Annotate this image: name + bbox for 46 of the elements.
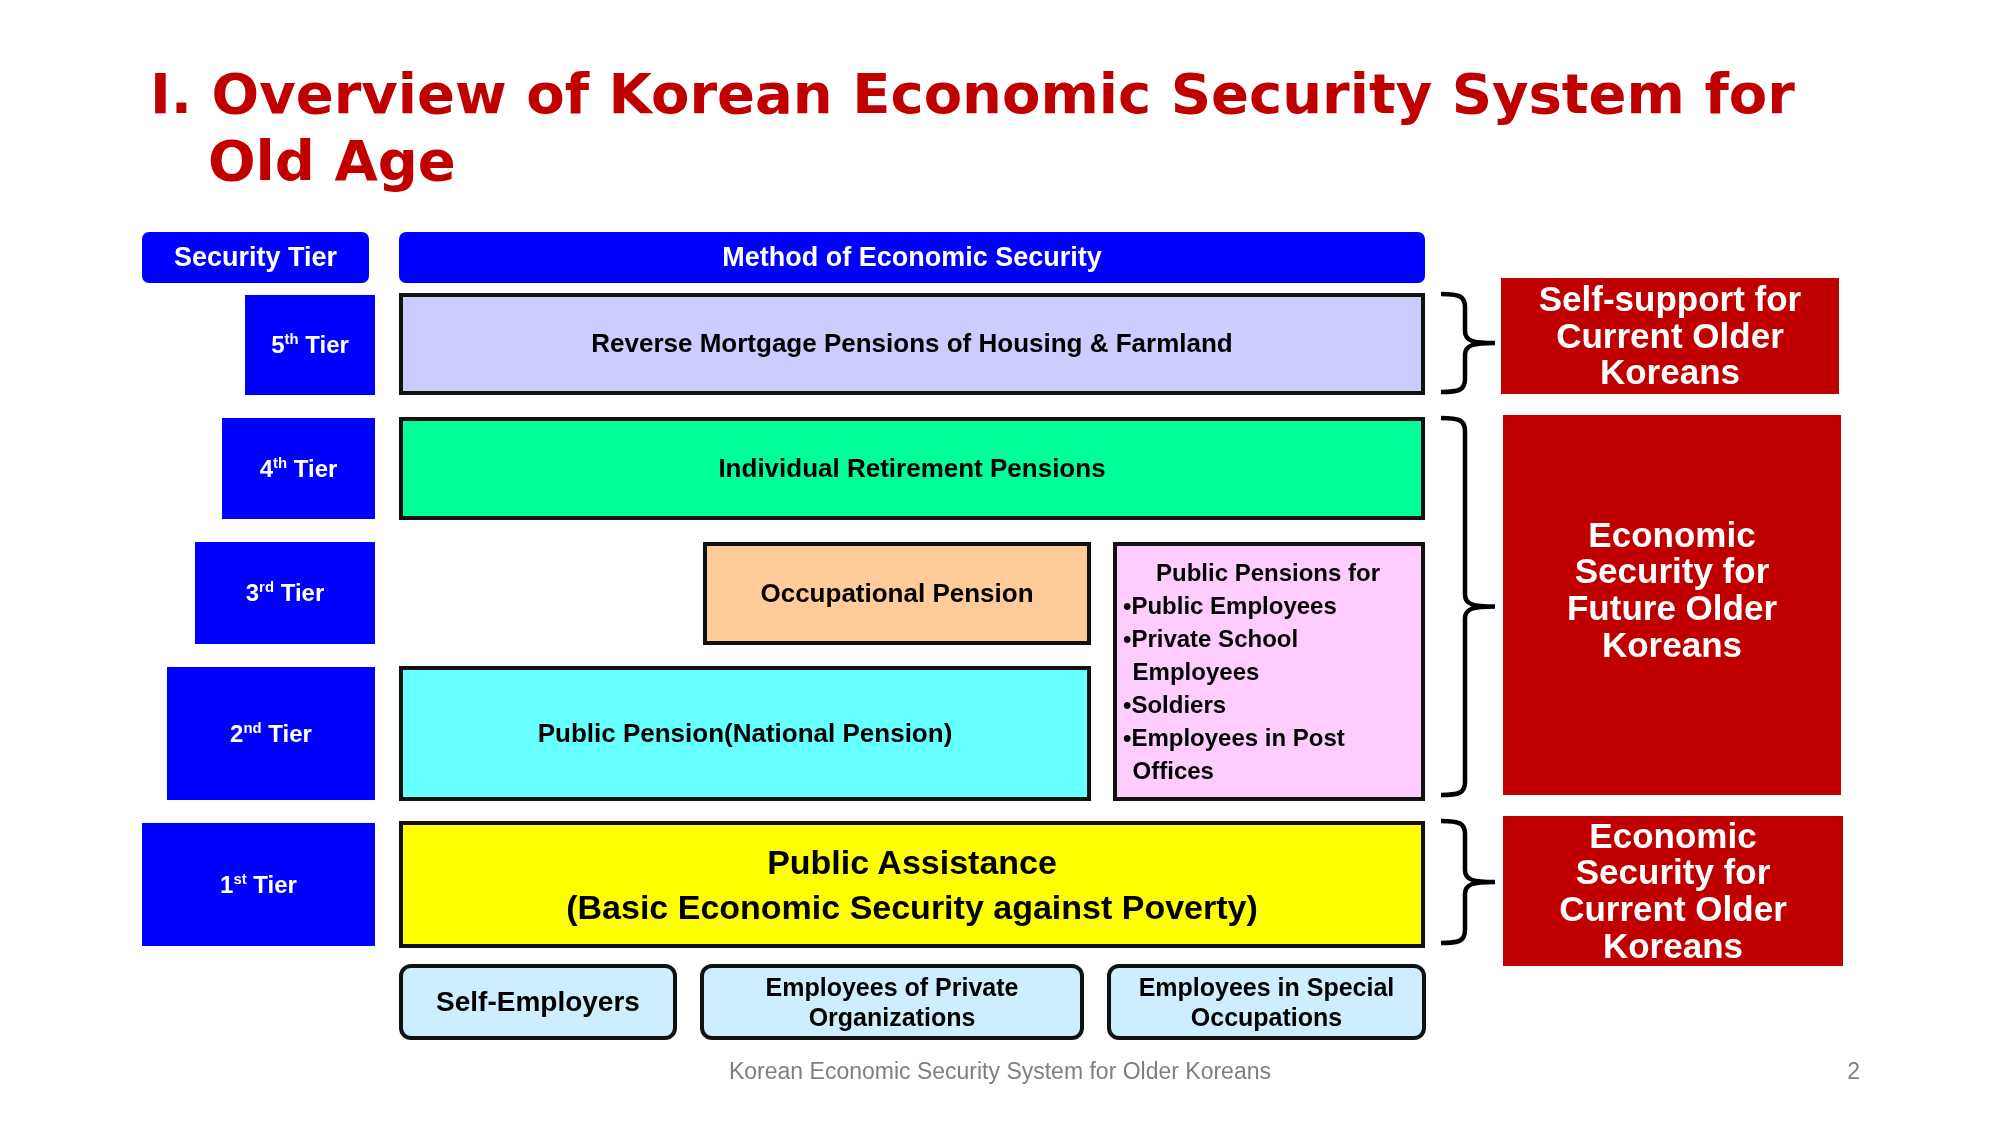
group-text: Economic Security for Future Older Koreans: [1566, 516, 1778, 664]
pension-bar: [399, 417, 1425, 520]
pension-bar: [703, 542, 1091, 645]
footer-text: Korean Economic Security System for Older Koreans: [728, 1058, 1272, 1085]
bar-heading: Public Assistance: [767, 842, 1057, 884]
tier-panel: [142, 823, 375, 946]
list-item: •Public Employees: [1123, 590, 1338, 621]
tier-panel: [195, 542, 375, 644]
header-text: Security Tier: [173, 240, 338, 274]
header-text: Method of Economic Security: [722, 240, 1102, 274]
card-text: Employees in Special Occupations: [1137, 972, 1396, 1032]
list-heading: Public Pensions for: [1154, 557, 1381, 588]
bar-text: Individual Retirement Pensions: [718, 451, 1106, 485]
card-text: Employees of Private Organizations: [764, 972, 1020, 1032]
worker-group-card: [700, 964, 1084, 1040]
pension-list-panel: [1113, 542, 1425, 801]
slide-title: I. Overview of Korean Economic Security System for Old Age: [150, 60, 1796, 195]
tier-panel: [167, 667, 375, 800]
bar-text: Occupational Pension: [760, 576, 1034, 610]
bar-subheading: (Basic Economic Security against Poverty): [566, 886, 1258, 928]
tier-text: 5$^{th}$ Tier: [271, 330, 349, 361]
target-group-panel: [1503, 415, 1841, 795]
worker-group-card: [1107, 964, 1426, 1040]
column-header: [142, 232, 369, 283]
group-text: Self-support for Current Older Koreans: [1537, 280, 1803, 392]
bar-text: Public Pension(National Pension): [537, 716, 953, 750]
target-group-panel: [1503, 816, 1843, 966]
group-text: Economic Security for Current Older Koreans: [1558, 817, 1788, 965]
page-number: 2: [1846, 1058, 1860, 1085]
tier-text: 1$^{st}$ Tier: [220, 869, 297, 900]
tier-text: 4$^{th}$ Tier: [259, 453, 338, 484]
card-text: Self-Employers: [436, 985, 640, 1019]
tier-text: 2$^{nd}$ Tier: [230, 718, 312, 749]
bar-text: Reverse Mortgage Pensions of Housing & Farmland: [591, 327, 1233, 361]
worker-group-card: [399, 964, 677, 1040]
pension-bar: [399, 666, 1091, 801]
tier-text: 3$^{rd}$ Tier: [245, 578, 325, 609]
target-group-panel: [1501, 278, 1839, 394]
list-item: •Employees in Post Offices: [1123, 723, 1346, 787]
pension-bar: [399, 293, 1425, 395]
tier-panel: [222, 418, 375, 519]
column-header: [399, 232, 1425, 283]
pension-bar: [399, 821, 1425, 948]
list-item: •Soldiers: [1123, 690, 1228, 721]
list-item: •Private School Employees: [1123, 623, 1300, 687]
tier-panel: [245, 295, 375, 395]
